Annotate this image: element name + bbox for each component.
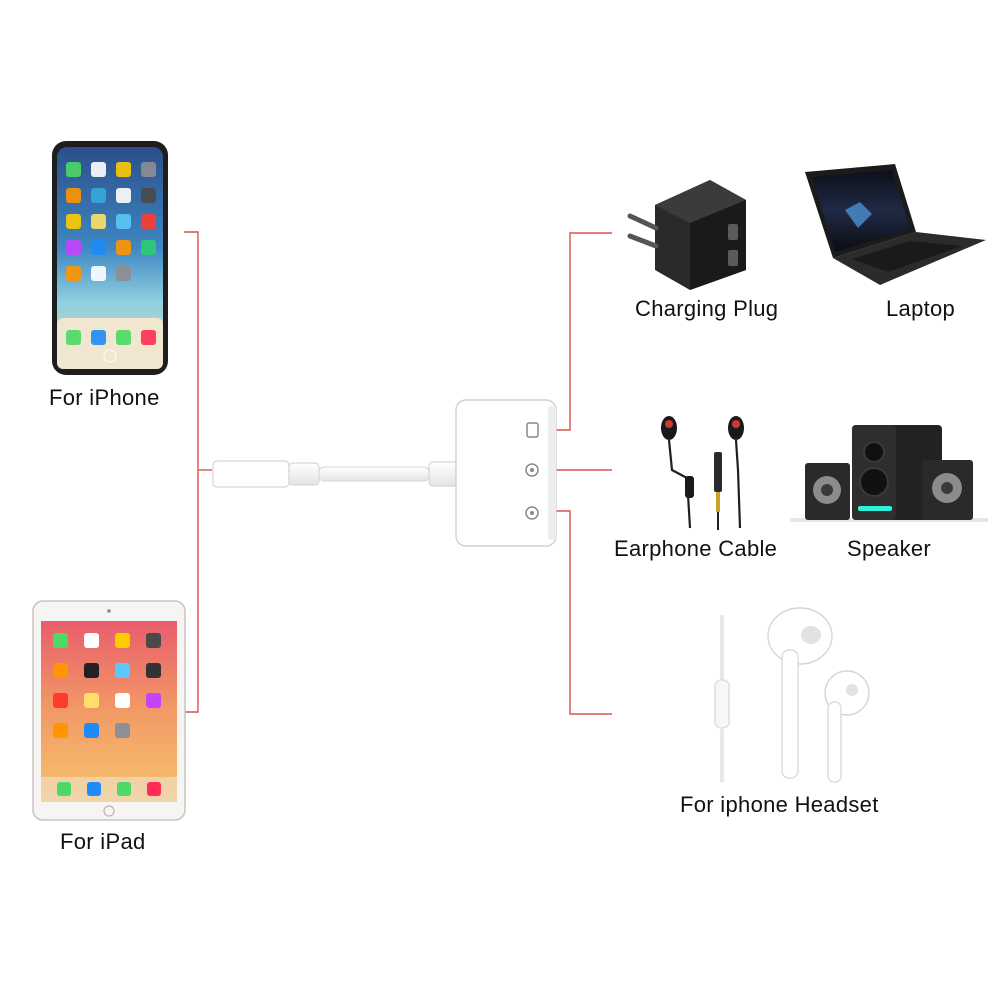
label-speaker: Speaker bbox=[847, 536, 932, 561]
right-connector-lines bbox=[554, 232, 612, 715]
label-laptop: Laptop bbox=[886, 296, 956, 321]
charging-plug-icon bbox=[627, 180, 746, 290]
label-charging-plug: Charging Plug bbox=[635, 296, 779, 321]
speaker-icon bbox=[790, 425, 988, 522]
laptop-icon bbox=[805, 164, 986, 285]
earphones-icon bbox=[661, 416, 744, 530]
left-connector-lines bbox=[184, 231, 212, 713]
headset-icon bbox=[714, 607, 870, 783]
adapter-icon bbox=[455, 399, 557, 547]
label-headset: For iphone Headset bbox=[680, 792, 879, 817]
iphone-icon bbox=[52, 141, 168, 375]
ipad-icon bbox=[32, 600, 186, 821]
label-earphone-cable: Earphone Cable bbox=[614, 536, 778, 561]
lightning-cable-icon bbox=[212, 460, 460, 488]
label-ipad: For iPad bbox=[60, 829, 146, 854]
label-iphone: For iPhone bbox=[49, 385, 160, 410]
